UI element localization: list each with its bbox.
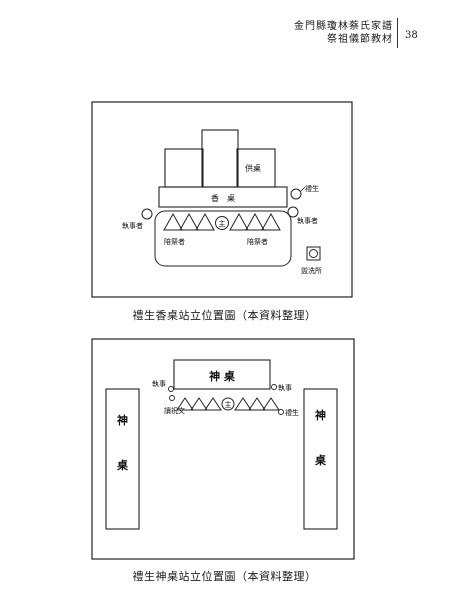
incense-table-label: 香 桌 [211, 193, 235, 203]
master-marker [215, 216, 229, 230]
attendant-left-2 [190, 397, 208, 411]
left-altar-char1: 神 [117, 413, 128, 427]
prayer-reader-marker [169, 395, 175, 401]
washbasin-icon [309, 249, 318, 258]
offering-block-center [201, 129, 239, 188]
offering-block-left [164, 148, 204, 188]
diagram2-frame [91, 338, 355, 560]
diagram1-frame [91, 101, 353, 298]
altar-diagram-svg: 神 桌 神 桌 神 桌 執事 執事 讀祝文 主 禮生 [91, 338, 355, 560]
attendant-left-2 [179, 212, 199, 231]
washbasin-box [306, 246, 321, 261]
master-label: 主 [219, 219, 226, 228]
attendant-left-label: 陪祭者 [164, 237, 185, 246]
left-altar [105, 388, 140, 530]
ritual-master-marker [278, 409, 284, 415]
attendant-right-1 [234, 397, 252, 411]
washbasin-label: 盥洗所 [301, 266, 322, 275]
attendant-left-1 [163, 212, 183, 231]
diagram2-caption: 禮生神桌站立位置圖（本資料整理） [132, 570, 317, 583]
ritual-master-marker [290, 188, 302, 200]
offering-table-label: 供桌 [245, 163, 261, 173]
right-altar-char2: 桌 [314, 453, 327, 467]
left-altar-char2: 桌 [116, 458, 129, 472]
officiant-right-label: 執事者 [297, 216, 318, 225]
altar-diagram: 神 桌 神 桌 神 桌 執事 執事 讀祝文 主 禮生 [91, 338, 355, 560]
officiant-left-marker [168, 386, 174, 392]
header-title-line1: 金門縣瓊林蔡氏家譜 [294, 21, 393, 32]
officiant-left-label: 執事 [152, 379, 166, 388]
ritual-master-label: 禮生 [305, 184, 319, 193]
incense-table [158, 186, 288, 208]
ritual-master-label: 禮生 [285, 408, 299, 417]
participant-area [154, 210, 292, 267]
header-divider [397, 18, 398, 48]
right-altar-char1: 神 [315, 408, 326, 422]
header-title-line2: 祭祖儀節教材 [327, 34, 393, 45]
page-number: 38 [405, 30, 418, 41]
master-marker [221, 397, 235, 411]
officiant-right-label: 執事 [278, 383, 292, 392]
ritual-master-leader [300, 186, 306, 192]
attendant-right-3 [261, 212, 281, 231]
attendant-right-label: 陪祭者 [247, 237, 268, 246]
incense-table-diagram: 供桌 香 桌 主 陪祭者 陪祭者 執事者 執事者 禮生 盥洗所 [91, 101, 353, 298]
attendant-right-2 [248, 397, 266, 411]
officiant-right-marker [271, 384, 277, 390]
prayer-reader-label: 讀祝文 [164, 406, 185, 415]
central-altar [173, 359, 271, 390]
diagram1-caption: 禮生香桌站立位置圖（本資料整理） [132, 309, 317, 322]
attendant-right-1 [229, 212, 249, 231]
central-altar-label: 神 桌 [209, 369, 236, 383]
attendant-right-3 [262, 397, 280, 411]
master-label: 主 [225, 400, 232, 409]
right-altar [303, 388, 338, 530]
incense-table-diagram-svg: 供桌 香 桌 主 陪祭者 陪祭者 執事者 執事者 禮生 盥洗所 [91, 101, 353, 298]
officiant-left-label: 執事者 [122, 221, 143, 230]
attendant-left-3 [204, 397, 222, 411]
attendant-left-3 [195, 212, 215, 231]
officiant-left-marker [141, 208, 153, 220]
attendant-right-2 [245, 212, 265, 231]
officiant-right-marker [287, 206, 299, 218]
attendant-left-1 [176, 397, 194, 411]
